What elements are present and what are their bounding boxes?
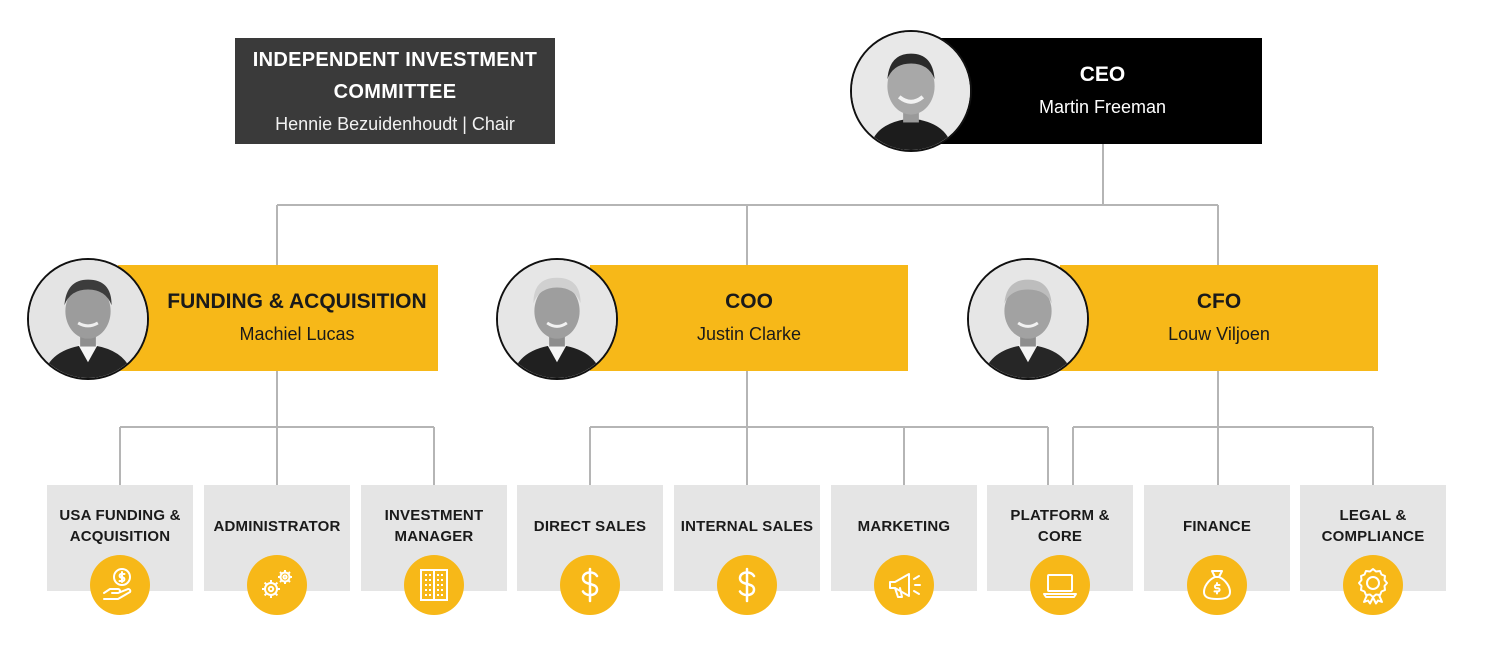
megaphone-icon [874,555,934,615]
dept-label: INVESTMENT MANAGER [384,507,484,545]
gears-icon [247,555,307,615]
dept-label: DIRECT SALES [533,517,647,535]
ceo-box: CEO Martin Freeman [935,38,1262,144]
funding-lead-avatar [27,258,149,380]
coo-box: COO Justin Clarke [590,265,908,371]
funding-acquisition-box: FUNDING & ACQUISITION Machiel Lucas [118,265,438,371]
dept-platform-core: PLATFORM & CORE [987,485,1133,591]
dept-label: MARKETING [857,517,951,535]
committee-member: Hennie Bezuidenhoudt | Chair [275,114,515,134]
dollar-icon [717,555,777,615]
dept-label: LEGAL & COMPLIANCE [1321,507,1425,545]
lead-name: Machiel Lucas [239,324,355,344]
investment-committee-box: INDEPENDENT INVESTMENT COMMITTEE Hennie … [235,38,555,144]
dollar-icon [560,555,620,615]
money-bag-icon [1187,555,1247,615]
award-ribbon-icon [1343,555,1403,615]
laptop-icon [1030,555,1090,615]
cfo-avatar [967,258,1089,380]
dept-label: USA FUNDING & ACQUISITION [59,507,181,545]
committee-title: INDEPENDENT INVESTMENT COMMITTEE [252,49,538,103]
dept-label: ADMINISTRATOR [213,517,341,535]
dept-label: FINANCE [1182,517,1252,535]
hand-coin-icon [90,555,150,615]
coo-avatar [496,258,618,380]
ceo-name: Martin Freeman [1038,97,1167,117]
lead-role: CFO [1196,290,1242,313]
lead-role: COO [725,290,773,313]
building-icon [404,555,464,615]
ceo-role: CEO [1079,63,1126,86]
ceo-avatar [850,30,972,152]
lead-name: Justin Clarke [696,324,802,344]
dept-internal-sales: INTERNAL SALES [674,485,820,591]
cfo-box: CFO Louw Viljoen [1060,265,1378,371]
dept-label: INTERNAL SALES [680,517,814,535]
lead-name: Louw Viljoen [1168,324,1270,344]
dept-label: PLATFORM & CORE [1010,507,1110,545]
lead-role: FUNDING & ACQUISITION [167,290,427,313]
